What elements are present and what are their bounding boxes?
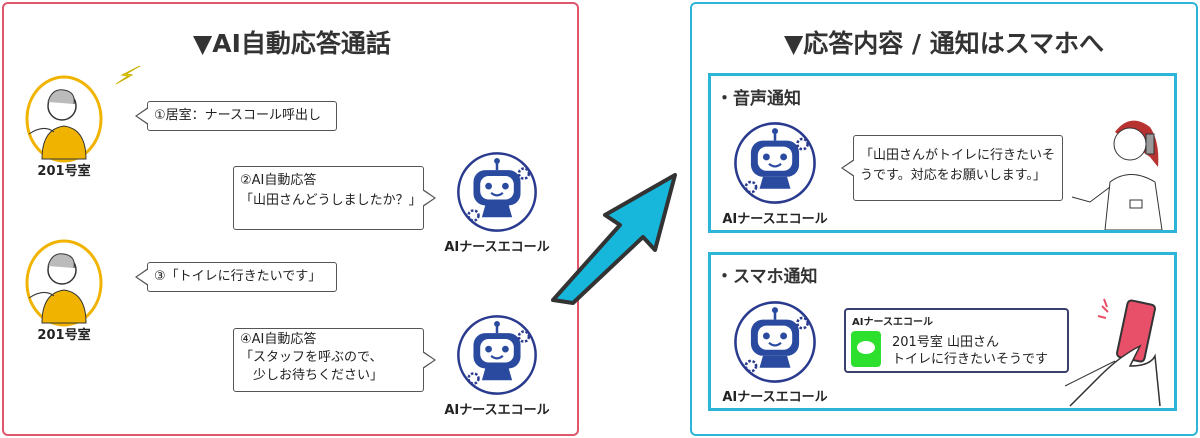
robot-icon [455, 150, 539, 234]
voice-message-bubble: 「山田さんがトイレに行きたいそ うです。対応をお願いします。」 [841, 135, 1063, 201]
elder-resident-icon [24, 238, 104, 328]
speech-bubble-ai-reply-1: ②AI自動応答 「山田さんどうしましたか？」 [233, 166, 436, 230]
ai-call-title: ▼AI自動応答通話 [193, 29, 391, 58]
robot-label: AIナースエコール [444, 240, 550, 255]
speech-bubble-ai-reply-2: ④AI自動応答 「スタッフを呼ぶので、 少しお待ちください」 [233, 328, 436, 392]
voice-notification-heading: ・音声通知 [716, 89, 801, 109]
bubble-heading: ②AI自動応答 [240, 173, 317, 188]
hand-smartphone-icon [1064, 298, 1161, 407]
notification-app-name: AIナースエコール [852, 317, 933, 328]
robot-icon [732, 120, 818, 206]
notification-text: 201号室 山田さん [892, 335, 999, 350]
bubble-text: 「スタッフを呼ぶので、 [240, 350, 383, 365]
chat-app-icon [851, 331, 881, 367]
smartphone-notification-heading: ・スマホ通知 [716, 267, 818, 287]
room-label: 201号室 [37, 328, 91, 343]
robot-icon [455, 313, 539, 397]
robot-label: AIナースエコール [722, 390, 828, 405]
message-text: 「山田さんがトイレに行きたいそ [860, 148, 1056, 163]
smartphone-notification-box [708, 252, 1177, 411]
bubble-text: 少しお待ちください」 [240, 368, 384, 383]
bubble-text: 「山田さんどうしましたか？」 [240, 193, 422, 208]
voice-notification-box [708, 73, 1177, 233]
lightning-icon [115, 65, 141, 85]
notification-text: トイレに行きたいそうです [892, 352, 1049, 367]
speech-bubble-call: ①居室：ナースコール呼出し [135, 101, 337, 131]
notification-title: ▼応答内容 / 通知はスマホへ [783, 29, 1105, 58]
ai-call-panel [2, 2, 579, 436]
nurse-on-phone-icon [1071, 120, 1163, 230]
robot-label: AIナースエコール [444, 403, 550, 418]
robot-label: AIナースエコール [722, 212, 828, 227]
notification-panel [690, 2, 1198, 436]
speech-bubble-request: ③「トイレに行きたいです」 [135, 262, 337, 292]
message-text: うです。対応をお願いします。」 [860, 168, 1046, 183]
bubble-heading: ④AI自動応答 [240, 332, 317, 347]
arrow-icon [551, 173, 677, 305]
robot-icon [732, 299, 818, 385]
elder-resident-icon [24, 74, 104, 164]
push-notification-card: AIナースエコール 201号室 山田さん トイレに行きたいそうです [844, 308, 1069, 373]
room-label: 201号室 [37, 164, 91, 179]
